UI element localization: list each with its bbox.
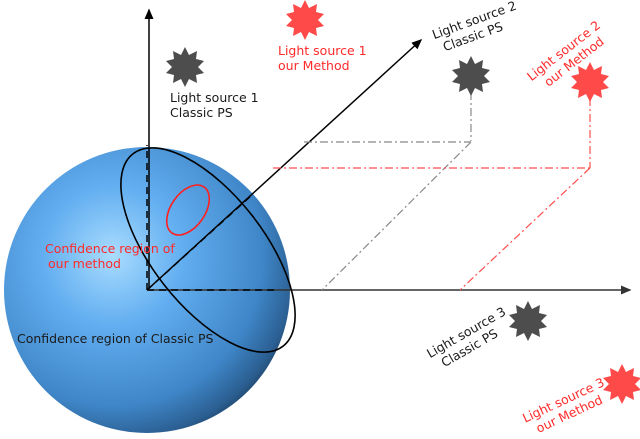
light-source-1-ours-icon [286,0,324,40]
label-line: Classic PS [170,105,233,120]
label-line: our Method [278,58,350,73]
label-line: Light source 1 [278,43,367,58]
label-ls1-ours: Light source 1 our Method [278,43,367,73]
light-source-3-classic-icon [509,301,547,341]
label-conf-ours: Confidence region of our method [45,241,175,271]
our-projection-lines [273,98,591,291]
our-confidence-ellipse [165,184,211,236]
classic-projection-lines [304,92,472,291]
label-line: Light source 1 [170,90,259,105]
light-source-2-ours-icon [571,62,609,102]
label-line: our method [48,256,121,271]
light-source-1-classic-icon [166,47,204,87]
light-source-3-ours-icon [603,364,640,404]
light-source-2-classic-icon [452,56,490,96]
label-ls1-classic: Light source 1 Classic PS [170,90,259,120]
classic-confidence-ellipse [120,147,296,353]
label-line: Confidence region of [45,241,175,256]
label-conf-classic: Confidence region of Classic PS [17,331,214,346]
